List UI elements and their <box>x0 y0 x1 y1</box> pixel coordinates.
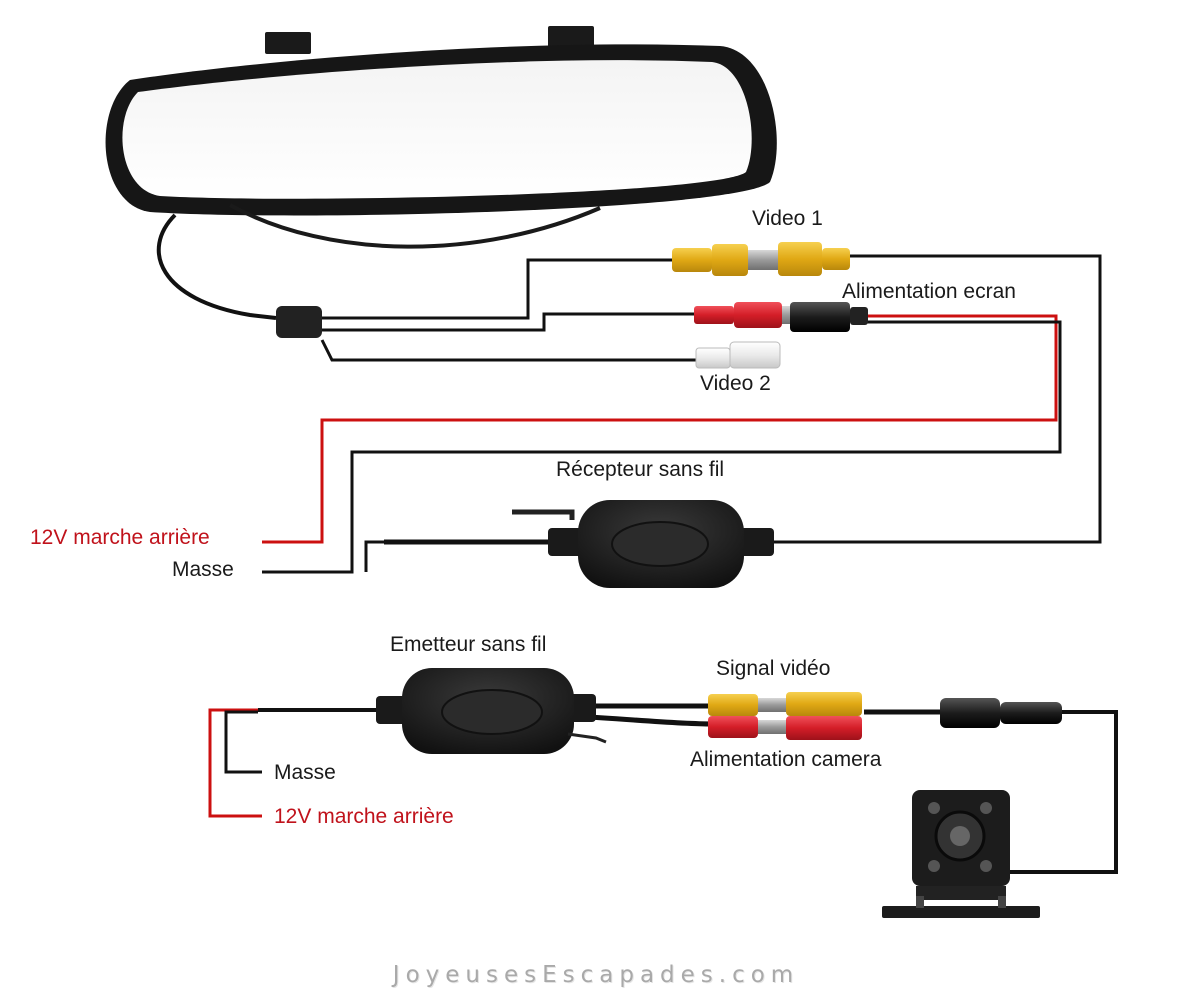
watermark: JoyeusesEscapades.com <box>392 962 800 988</box>
camera-cable-connector <box>940 698 1062 728</box>
camera-rca-connectors <box>708 692 862 740</box>
label-video2: Video 2 <box>700 372 771 395</box>
rearview-mirror-monitor <box>105 26 777 249</box>
label-alimentation-camera: Alimentation camera <box>690 748 882 771</box>
label-recepteur: Récepteur sans fil <box>556 458 725 481</box>
label-masse-bottom: Masse <box>274 761 336 784</box>
video2-rca-connector <box>695 341 781 369</box>
mirror-cable <box>156 213 277 320</box>
wires-top <box>262 254 1102 574</box>
label-masse-top: Masse <box>172 558 234 581</box>
label-12v-bottom: 12V marche arrière <box>274 805 454 828</box>
video1-rca-connectors <box>672 242 850 276</box>
wireless-receiver <box>512 500 774 588</box>
label-alimentation-ecran: Alimentation ecran <box>842 280 1016 303</box>
label-video1: Video 1 <box>752 207 823 230</box>
screen-power-connector <box>694 302 868 332</box>
label-emetteur: Emetteur sans fil <box>390 633 547 656</box>
label-signal-video: Signal vidéo <box>716 657 831 680</box>
wireless-transmitter <box>376 668 607 754</box>
rear-camera <box>882 790 1040 918</box>
label-12v-top: 12V marche arrière <box>30 526 210 549</box>
cable-junction <box>276 306 322 338</box>
